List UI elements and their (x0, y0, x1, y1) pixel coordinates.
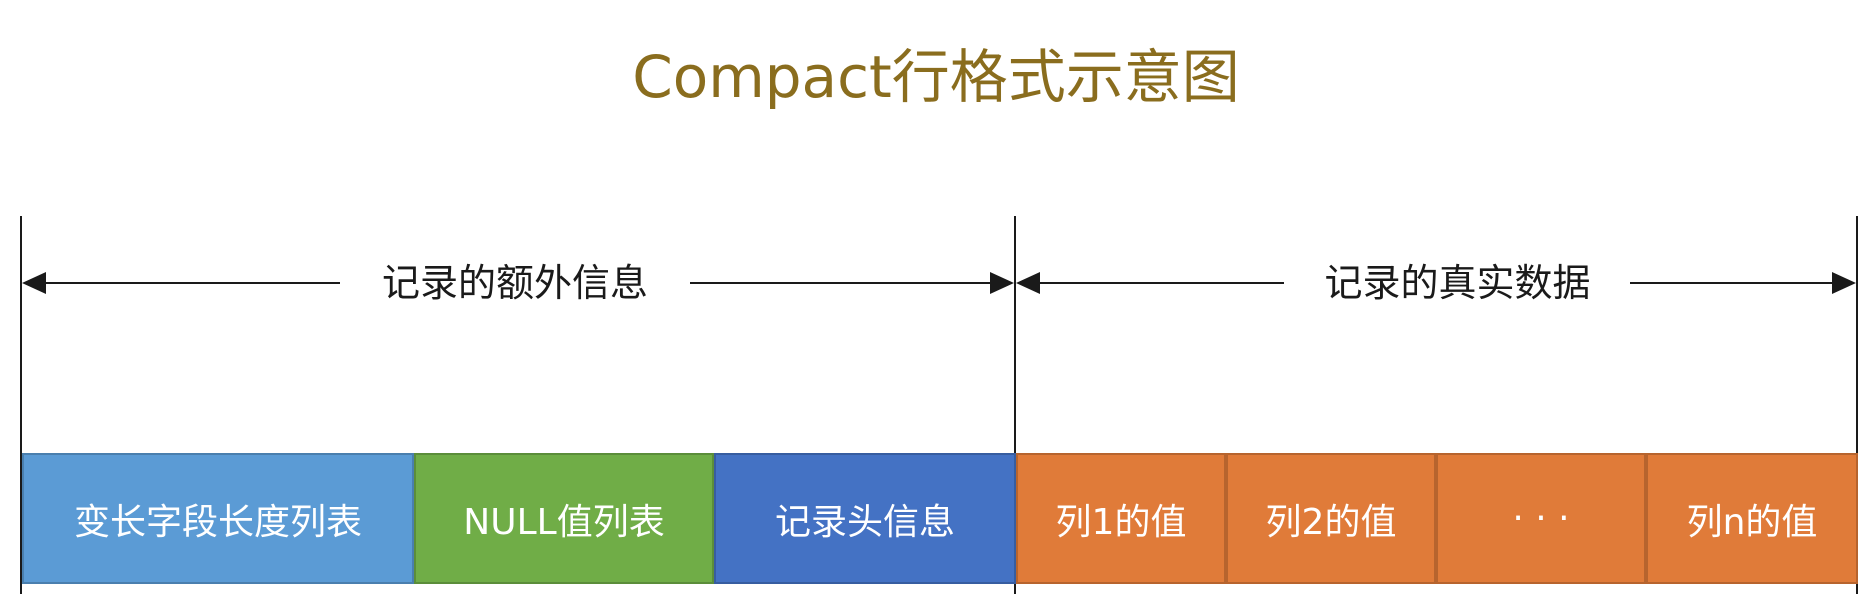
arrow-right-icon (1832, 272, 1856, 294)
cell-column-n-value: 列n的值 (1646, 453, 1858, 584)
cell-column-1-value: 列1的值 (1016, 453, 1226, 584)
arrow-left-icon (22, 272, 46, 294)
span-label-real: 记录的真实数据 (1324, 261, 1591, 305)
cell-record-header: 记录头信息 (714, 453, 1016, 584)
span-line-real-right (1630, 282, 1834, 284)
span-line-extra-left (40, 282, 340, 284)
boundary-line-left (20, 216, 22, 594)
cell-null-list: NULL值列表 (414, 453, 714, 584)
cell-ellipsis: · · · (1436, 453, 1646, 584)
span-line-extra-right (690, 282, 990, 284)
cell-variable-length-list: 变长字段长度列表 (22, 453, 414, 584)
arrow-right-icon (990, 272, 1014, 294)
diagram-title: Compact行格式示意图 (632, 43, 1240, 111)
span-line-real-left (1034, 282, 1284, 284)
boundary-line-middle (1014, 216, 1016, 594)
boundary-line-right (1856, 216, 1858, 594)
record-row: 变长字段长度列表 NULL值列表 记录头信息 列1的值 列2的值 · · · 列… (22, 453, 1858, 584)
cell-column-2-value: 列2的值 (1226, 453, 1436, 584)
arrow-left-icon (1016, 272, 1040, 294)
span-label-extra: 记录的额外信息 (381, 261, 648, 305)
